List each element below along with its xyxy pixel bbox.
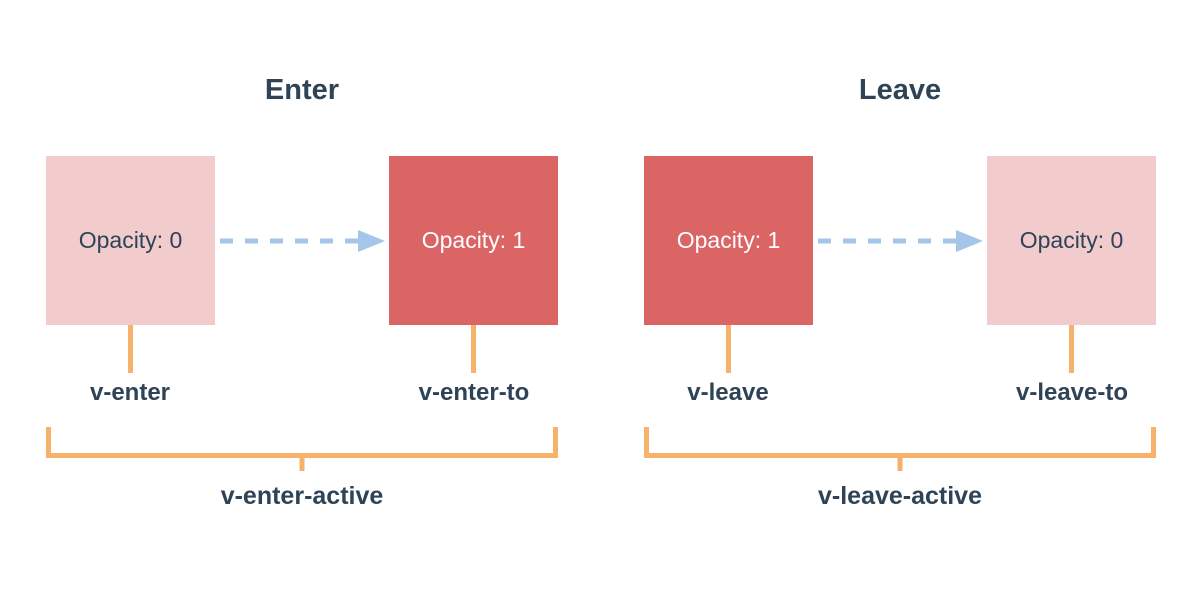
enter-from-connector-line — [128, 325, 133, 373]
enter-from-box: Opacity: 0 — [46, 156, 215, 325]
enter-active-bracket — [46, 427, 558, 458]
transition-arrow-icon — [218, 226, 386, 256]
leave-from-box-label: Opacity: 1 — [676, 227, 781, 253]
leave-from-class-label: v-leave — [687, 379, 769, 406]
leave-active-class-label: v-leave-active — [817, 482, 982, 510]
enter-to-box-label: Opacity: 1 — [421, 227, 526, 253]
leave-to-class-label: v-leave-to — [1015, 379, 1129, 406]
enter-to-class-label: v-enter-to — [418, 379, 530, 406]
leave-from-box: Opacity: 1 — [644, 156, 813, 325]
enter-active-bracket-stem — [299, 458, 305, 471]
leave-active-bracket — [644, 427, 1156, 458]
leave-active-bracket-stem — [897, 458, 903, 471]
leave-panel: Leave Opacity: 1 Opacity: 0 v-leave v-le… — [644, 0, 1156, 600]
enter-title: Enter — [264, 74, 340, 106]
leave-to-connector-line — [1069, 325, 1074, 373]
enter-to-connector-line — [471, 325, 476, 373]
enter-from-box-label: Opacity: 0 — [78, 227, 183, 253]
enter-panel: Enter Opacity: 0 Opacity: 1 v-enter v-en… — [46, 0, 558, 600]
leave-from-connector-line — [726, 325, 731, 373]
enter-to-box: Opacity: 1 — [389, 156, 558, 325]
leave-to-box-label: Opacity: 0 — [1019, 227, 1124, 253]
enter-active-class-label: v-enter-active — [220, 482, 384, 510]
transition-arrow-icon — [816, 226, 984, 256]
leave-title: Leave — [858, 74, 942, 106]
leave-to-box: Opacity: 0 — [987, 156, 1156, 325]
enter-from-class-label: v-enter — [89, 379, 171, 406]
